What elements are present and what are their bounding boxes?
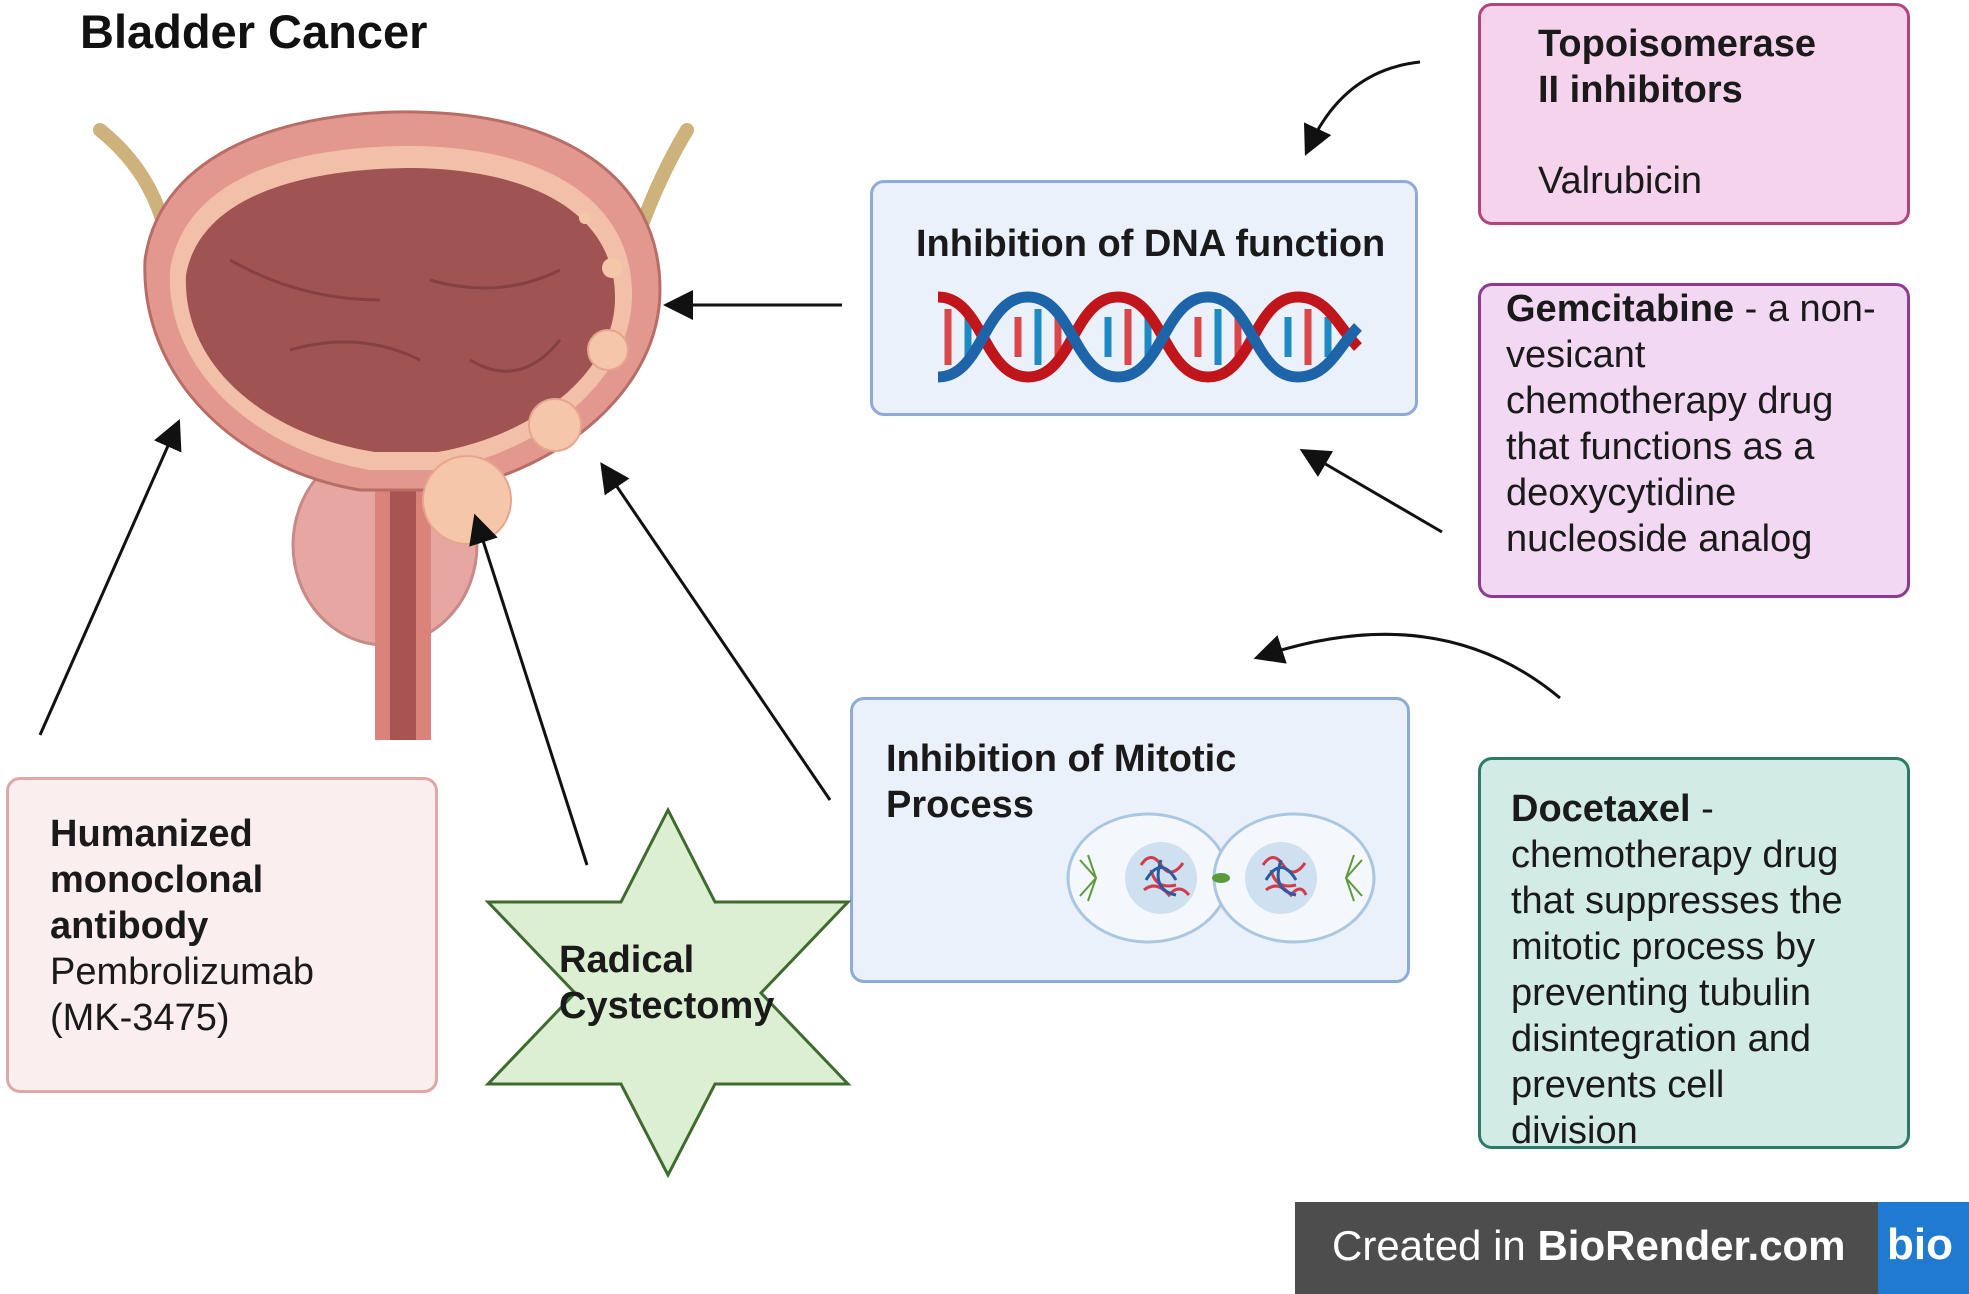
docetaxel-text-4: mitotic process by [1511, 926, 1816, 968]
arrow-mitotic-to-bladder [600, 462, 832, 801]
topoisomerase-box: Topoisomerase II inhibitors Valrubicin [1478, 3, 1910, 225]
docetaxel-box: Docetaxel - chemotherapy drug that suppr… [1478, 757, 1910, 1152]
dna-inhibition-box: Inhibition of DNA function [870, 180, 1418, 416]
gemcitabine-text-5: deoxycytidine [1506, 472, 1737, 514]
bladder-illustration [93, 110, 694, 740]
mitotic-label-line-2: Process [886, 784, 1034, 826]
arrow-cystectomy-to-tumor [469, 513, 589, 866]
gemcitabine-name: Gemcitabine [1506, 288, 1735, 330]
docetaxel-line-1: Docetaxel - [1511, 786, 1714, 832]
arrow-gem-to-dna [1299, 448, 1443, 534]
gemcitabine-text-4: that functions as a [1506, 426, 1815, 468]
docetaxel-text-3: that suppresses the [1511, 880, 1843, 922]
gemcitabine-box: Gemcitabine - a non- vesicant chemothera… [1478, 283, 1910, 598]
antibody-line-1: Humanized [50, 813, 253, 855]
mitotic-label-line-1: Inhibition of Mitotic [886, 738, 1237, 780]
biorender-logo: bio [1878, 1202, 1969, 1294]
dna-inhibition-label: Inhibition of DNA function [916, 223, 1386, 265]
gemcitabine-text-3: chemotherapy drug [1506, 380, 1834, 422]
pembrolizumab-code: (MK-3475) [50, 997, 230, 1039]
dna-helix-icon [937, 291, 1362, 383]
topoisomerase-heading-2: II inhibitors [1538, 69, 1743, 111]
antibody-line-2: monoclonal [50, 859, 264, 901]
docetaxel-text-5: preventing tubulin [1511, 972, 1811, 1014]
biorender-logo-text: bio [1887, 1220, 1953, 1269]
dividing-cells-icon [1066, 812, 1376, 944]
docetaxel-text-1: - [1690, 788, 1714, 830]
antibody-line-3: antibody [50, 905, 209, 947]
docetaxel-text-2: chemotherapy drug [1511, 834, 1839, 876]
diagram-title: Bladder Cancer [80, 5, 428, 58]
antibody-box: Humanized monoclonal antibody Pembrolizu… [6, 777, 438, 1093]
credit-prefix: Created in [1332, 1222, 1538, 1269]
biorender-footer [1295, 1202, 1969, 1294]
docetaxel-text-7: prevents cell [1511, 1064, 1725, 1106]
mitotic-inhibition-box: Inhibition of Mitotic Process [850, 697, 1410, 983]
arrow-topo-to-dna [1304, 60, 1421, 156]
biorender-credit: Created in BioRender.com [1332, 1222, 1846, 1270]
valrubicin-label: Valrubicin [1538, 160, 1703, 202]
gemcitabine-text-6: nucleoside analog [1506, 518, 1813, 560]
cystectomy-label-2: Cystectomy [559, 985, 775, 1027]
cystectomy-star [484, 806, 852, 1179]
docetaxel-text-8: division [1511, 1110, 1638, 1152]
cystectomy-label-1: Radical [559, 939, 695, 981]
credit-brand: BioRender.com [1537, 1222, 1846, 1269]
docetaxel-name: Docetaxel [1511, 788, 1691, 830]
gemcitabine-line-1: Gemcitabine - a non- [1506, 286, 1876, 332]
pembrolizumab-label: Pembrolizumab [50, 951, 314, 993]
arrow-doc-to-mitotic [1253, 632, 1561, 700]
topoisomerase-heading-1: Topoisomerase [1538, 23, 1817, 65]
gemcitabine-text-2: vesicant [1506, 334, 1646, 376]
docetaxel-text-6: disintegration and [1511, 1018, 1811, 1060]
arrow-antibody-to-bladder [38, 419, 182, 736]
gemcitabine-text-1: - a non- [1744, 288, 1876, 330]
